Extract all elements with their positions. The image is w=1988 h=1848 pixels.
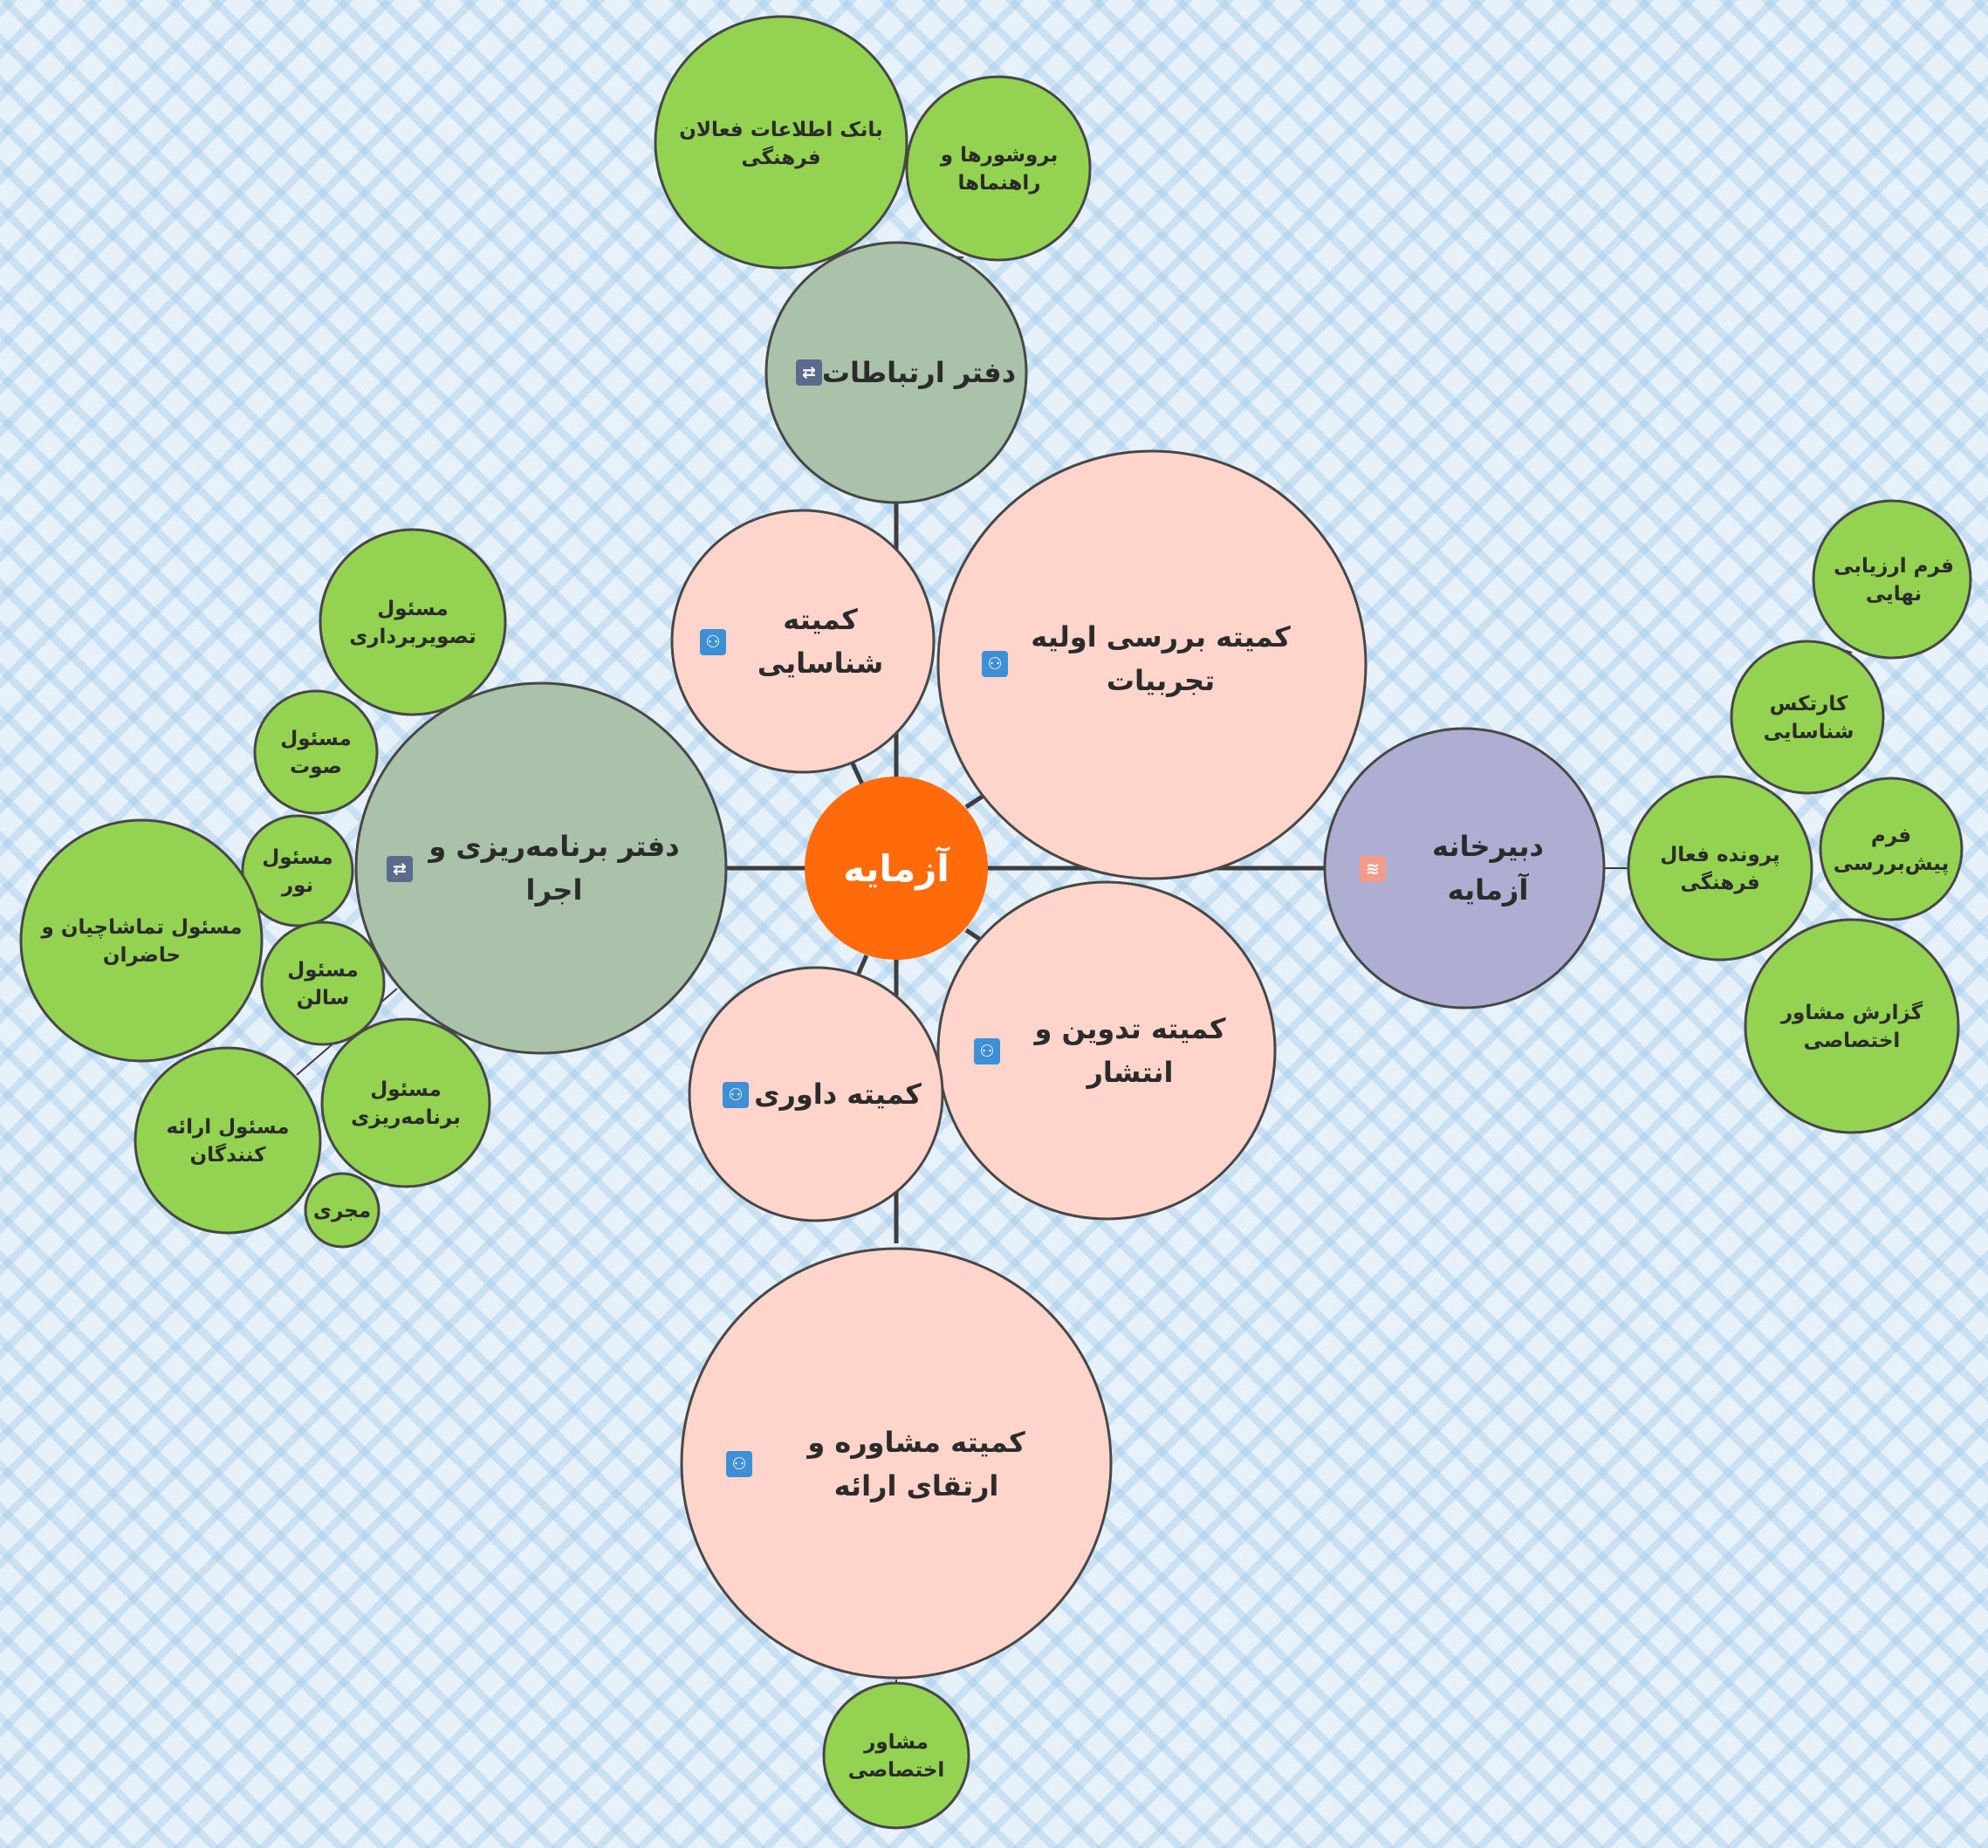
root-label-wrap: آزمایه <box>805 777 988 960</box>
communications-leaf-2-label-wrap: بروشورها و راهنماها <box>916 144 1082 195</box>
people-icon: ⚇ <box>982 651 1008 677</box>
node-secretariat-leaf-4[interactable] <box>1744 918 1960 1134</box>
judging-label-wrap: کمیته داوری <box>751 1068 925 1120</box>
planning-leaf-6-label[interactable]: مسئول برنامه‌ریزی <box>351 1078 461 1129</box>
root-label[interactable]: آزمایه <box>843 846 949 890</box>
node-planning-leaf-6[interactable] <box>320 1017 491 1188</box>
node-identification[interactable] <box>670 509 936 774</box>
planning-leaf-2-label-wrap: مسئول صوت <box>259 728 373 778</box>
node-root[interactable] <box>805 777 988 960</box>
secretariat-leaf-1-label[interactable]: فرم ارزیابی نهایی <box>1834 555 1954 606</box>
advisory-label[interactable]: کمیته مشاوره و ارتقای ارائه <box>807 1425 1025 1502</box>
planning-leaf-1-label[interactable]: مسئول تصویربرداری <box>349 598 476 648</box>
node-planning-leaf-1[interactable] <box>319 528 507 716</box>
communications-leaf-2-label[interactable]: بروشورها و راهنماها <box>940 144 1059 195</box>
layers-icon: ≋ <box>1360 856 1386 882</box>
node-communications-leaf-1[interactable] <box>654 15 908 270</box>
node-planning-leaf-5[interactable] <box>260 921 386 1046</box>
initial-review-label-wrap: کمیته بررسی اولیه تجربیات <box>1030 611 1292 707</box>
secretariat-label-wrap: دبیرخانه آزمایه <box>1388 830 1588 907</box>
publication-label[interactable]: کمیته تدوین و انتشار <box>1034 1012 1226 1089</box>
node-advisory[interactable] <box>680 1247 1113 1680</box>
secretariat-leaf-1-label-wrap: فرم ارزیابی نهایی <box>1820 555 1968 606</box>
planning-leaf-8-label[interactable]: مجری <box>312 1200 372 1222</box>
publication-label-wrap: کمیته تدوین و انتشار <box>999 1012 1261 1089</box>
initial-review-label[interactable]: کمیته بررسی اولیه تجربیات <box>1031 620 1291 697</box>
people-icon: ⚇ <box>974 1038 1000 1064</box>
secretariat-leaf-2-label[interactable]: کارتکس شناسایی <box>1763 693 1854 743</box>
node-initial-review[interactable] <box>936 449 1368 880</box>
planning-leaf-3-label-wrap: مسئول نور <box>249 846 346 897</box>
handshake-icon: ⇄ <box>387 856 413 882</box>
people-icon: ⚇ <box>700 629 726 655</box>
secretariat-leaf-4-label-wrap: گزارش مشاور اختصاصی <box>1749 1002 1955 1052</box>
planning-leaf-7-label[interactable]: مسئول ارائه کنندگان <box>166 1116 290 1167</box>
planning-leaf-7-label-wrap: مسئول ارائه کنندگان <box>140 1116 316 1167</box>
people-icon: ⚇ <box>726 1451 752 1477</box>
node-planning-leaf-3[interactable] <box>241 814 354 927</box>
node-planning-leaf-4[interactable] <box>19 818 264 1063</box>
advisory-leaf-label-wrap: مشاور اختصاصی <box>826 1731 966 1782</box>
handshake-icon: ⇄ <box>796 359 822 386</box>
secretariat-leaf-3-label-wrap: فرم پیش‌بررسی <box>1826 825 1957 875</box>
identification-label[interactable]: کمیته شناسایی <box>757 603 884 680</box>
secretariat-leaf-3-label[interactable]: فرم پیش‌بررسی <box>1833 825 1950 875</box>
node-planning[interactable] <box>354 681 728 1055</box>
node-advisory-leaf[interactable] <box>822 1681 970 1830</box>
node-secretariat-sub[interactable] <box>1627 775 1813 962</box>
secretariat-leaf-2-label-wrap: کارتکس شناسایی <box>1737 693 1881 743</box>
node-planning-leaf-8[interactable] <box>304 1172 380 1249</box>
planning-leaf-8-label-wrap: مجری <box>311 1196 374 1226</box>
people-icon: ⚇ <box>723 1082 749 1108</box>
node-communications-leaf-2[interactable] <box>905 75 1092 262</box>
node-secretariat-leaf-2[interactable] <box>1730 640 1885 795</box>
planning-leaf-3-label[interactable]: مسئول نور <box>262 846 333 897</box>
planning-label[interactable]: دفتر برنامه‌ریزی و اجرا <box>428 830 680 907</box>
secretariat-leaf-4-label[interactable]: گزارش مشاور اختصاصی <box>1780 1002 1923 1052</box>
planning-leaf-5-label-wrap: مسئول سالن <box>266 959 380 1010</box>
planning-leaf-5-label[interactable]: مسئول سالن <box>287 959 359 1010</box>
judging-label[interactable]: کمیته داوری <box>754 1078 922 1111</box>
node-publication[interactable] <box>936 880 1277 1221</box>
node-planning-leaf-2[interactable] <box>253 689 379 815</box>
communications-leaf-1-label-wrap: بانک اطلاعات فعالان فرهنگی <box>663 119 899 169</box>
secretariat-sub-label-wrap: پرونده فعال فرهنگی <box>1637 844 1803 894</box>
planning-leaf-4-label-wrap: مسئول تماشاچیان و حاضران <box>26 916 257 967</box>
advisory-label-wrap: کمیته مشاوره و ارتقای ارائه <box>772 1413 1060 1514</box>
identification-label-wrap: کمیته شناسایی <box>733 603 908 680</box>
node-secretariat-leaf-3[interactable] <box>1819 777 1964 921</box>
node-communications[interactable] <box>764 241 1028 504</box>
planning-leaf-2-label[interactable]: مسئول صوت <box>280 728 352 778</box>
communications-label-wrap: دفتر ارتباطات <box>819 346 1019 399</box>
secretariat-sub-label[interactable]: پرونده فعال فرهنگی <box>1660 844 1780 894</box>
node-secretariat[interactable] <box>1323 727 1606 1010</box>
communications-leaf-1-label[interactable]: بانک اطلاعات فعالان فرهنگی <box>679 119 883 169</box>
planning-leaf-6-label-wrap: مسئول برنامه‌ریزی <box>327 1078 484 1129</box>
advisory-leaf-label[interactable]: مشاور اختصاصی <box>847 1731 945 1782</box>
planning-leaf-4-label[interactable]: مسئول تماشاچیان و حاضران <box>41 916 243 967</box>
node-secretariat-leaf-1[interactable] <box>1812 499 1972 660</box>
planning-leaf-1-label-wrap: مسئول تصویربرداری <box>321 598 504 648</box>
node-judging[interactable] <box>688 966 944 1222</box>
secretariat-label[interactable]: دبیرخانه آزمایه <box>1432 830 1544 907</box>
communications-label[interactable]: دفتر ارتباطات <box>821 356 1017 389</box>
node-planning-leaf-7[interactable] <box>134 1046 322 1235</box>
planning-label-wrap: دفتر برنامه‌ریزی و اجرا <box>415 830 694 907</box>
